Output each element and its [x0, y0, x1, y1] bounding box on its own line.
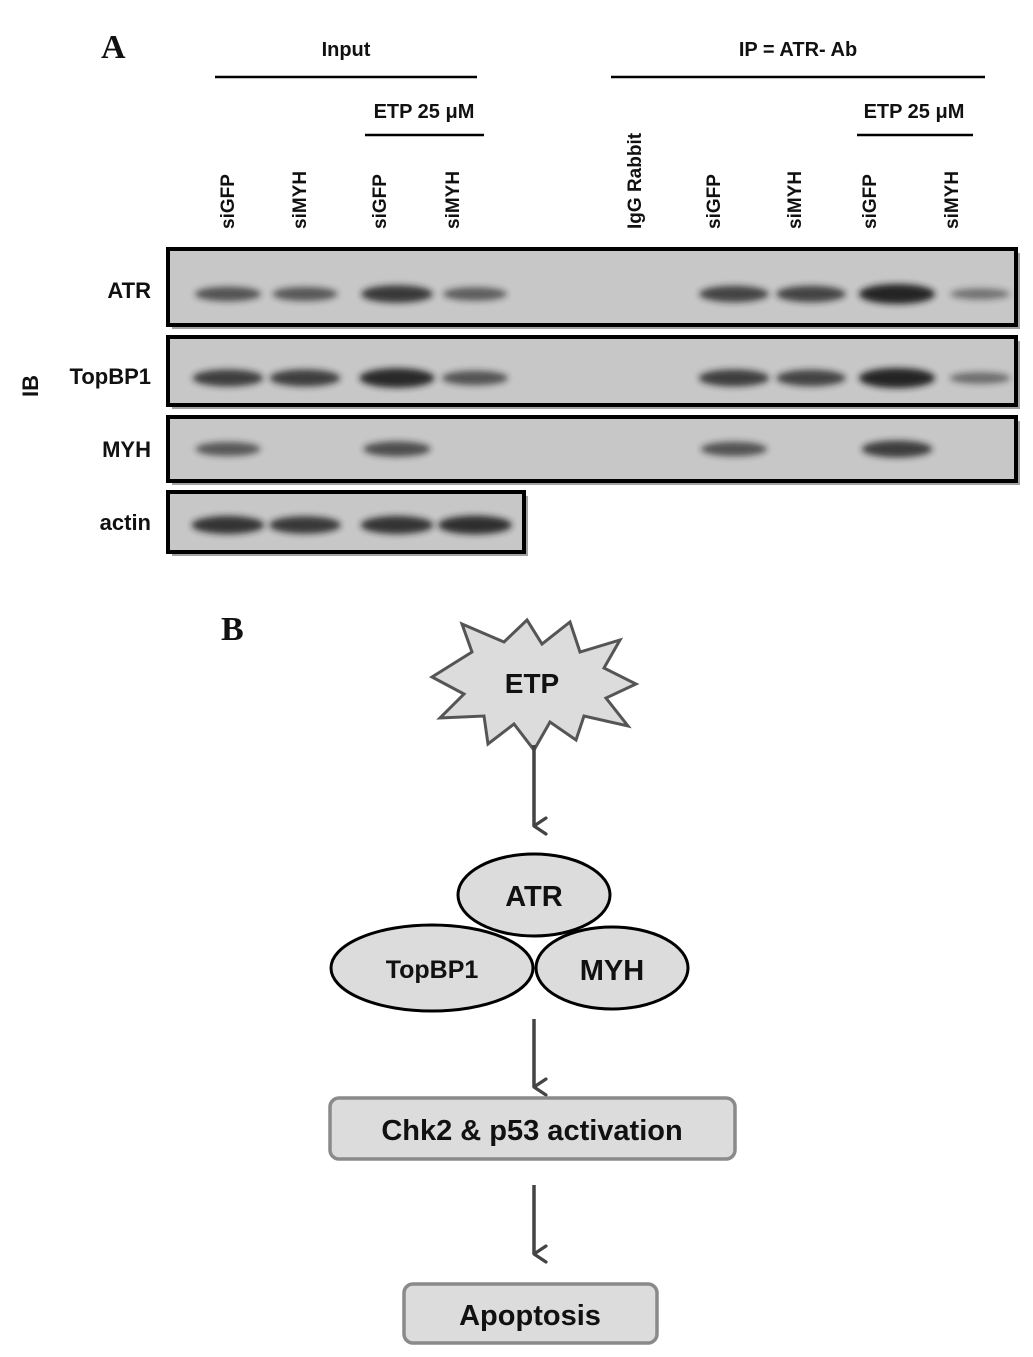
- blot-band-input: [363, 441, 431, 457]
- blot-topbp1: [166, 335, 1020, 409]
- lane-label: siGFP: [704, 174, 725, 229]
- blot-band-ip: [859, 368, 935, 388]
- blot-band-input: [192, 369, 264, 387]
- atr-node: [456, 852, 612, 938]
- topbp1-node-label: TopBP1: [386, 956, 479, 984]
- lane-label: siMYH: [785, 171, 806, 229]
- etp-label-ip: ETP 25 μM: [864, 101, 965, 123]
- apoptosis-box: [402, 1282, 659, 1345]
- apoptosis-label: Apoptosis: [459, 1300, 601, 1332]
- blot-band-ip: [698, 369, 770, 387]
- etp-burst-shape: [429, 617, 640, 753]
- lane-labels: siGFP siMYH siGFP siMYH IgG Rabbit siGFP…: [218, 132, 963, 229]
- blot-band-input: [195, 442, 261, 456]
- blot-band-ip: [950, 288, 1010, 300]
- myh-node: [534, 925, 690, 1011]
- blot-band-ip: [859, 284, 935, 304]
- row-label-actin: actin: [100, 510, 151, 535]
- etp-label-input: ETP 25 μM: [374, 101, 475, 123]
- row-label-atr: ATR: [107, 278, 151, 303]
- blot-actin: [166, 490, 528, 556]
- lane-label: siMYH: [942, 171, 963, 229]
- atr-topbp1-myh-complex: ATR TopBP1 MYH: [329, 852, 690, 1013]
- blot-band-ip: [776, 285, 846, 303]
- blot-band-ip: [699, 285, 769, 303]
- blot-band-ip: [776, 369, 846, 387]
- blot-band-input: [191, 515, 265, 535]
- blot-band-input: [269, 369, 341, 387]
- blot-band-input: [359, 368, 435, 388]
- blot-atr: [166, 247, 1020, 329]
- blot-band-input: [360, 515, 434, 535]
- blot-band-input: [443, 287, 507, 301]
- row-label-myh: MYH: [102, 437, 151, 462]
- atr-node-label: ATR: [505, 881, 563, 913]
- lane-label: IgG Rabbit: [625, 132, 646, 229]
- blot-band-ip: [861, 440, 933, 458]
- row-label-topbp1: TopBP1: [70, 364, 151, 389]
- lane-label: siGFP: [860, 174, 881, 229]
- chk2-p53-label: Chk2 & p53 activation: [381, 1115, 682, 1147]
- chk2-p53-box: [328, 1096, 737, 1161]
- lane-label: siGFP: [218, 174, 239, 229]
- blot-band-input: [272, 287, 338, 301]
- blot-band-input: [438, 515, 512, 535]
- lane-label: siMYH: [290, 171, 311, 229]
- blot-myh: [166, 415, 1020, 485]
- blot-band-ip: [700, 441, 768, 457]
- panel-a: A Input IP = ATR- Ab ETP 25 μM ETP 25 μM…: [18, 29, 1020, 556]
- blot-band-input: [441, 370, 509, 386]
- blot-band-ip: [949, 372, 1011, 384]
- panel-b-letter: B: [221, 611, 244, 648]
- blot-band-input: [269, 516, 341, 534]
- input-header: Input: [322, 39, 371, 61]
- blot-band-input: [361, 285, 433, 303]
- myh-node-label: MYH: [580, 955, 644, 987]
- etp-label: ETP: [505, 668, 559, 699]
- lane-label: siMYH: [443, 171, 464, 229]
- ib-label: IB: [18, 375, 43, 397]
- blot-band-input: [194, 286, 262, 302]
- ip-header: IP = ATR- Ab: [739, 39, 857, 61]
- panel-b: B ETP ATR TopBP1 MYH Chk2 & p53 activati…: [221, 611, 737, 1345]
- panel-a-letter: A: [101, 29, 126, 66]
- lane-label: siGFP: [370, 174, 391, 229]
- topbp1-node: [329, 923, 535, 1013]
